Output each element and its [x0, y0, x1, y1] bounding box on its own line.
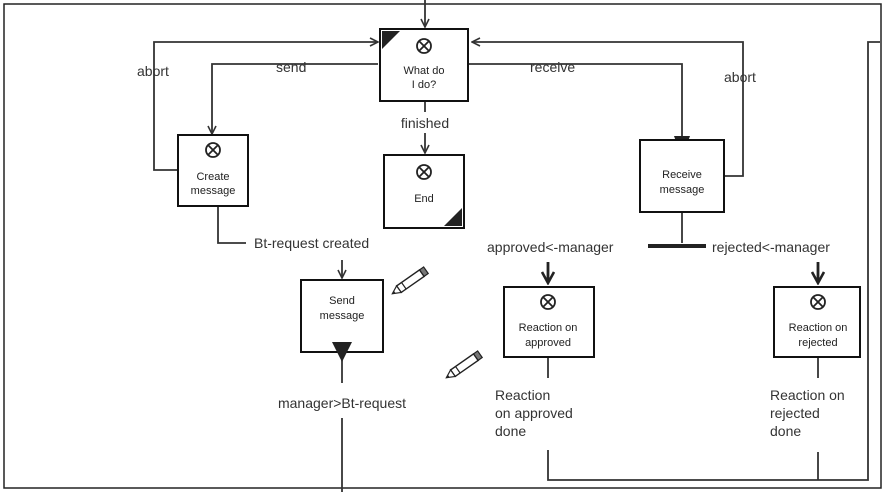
node-label: I do? [412, 79, 436, 91]
edge-label-approved-manager: approved<-manager [487, 239, 614, 255]
gateway-cross-icon [416, 38, 432, 54]
edge-label-reaction-approved-done: done [495, 423, 526, 439]
node-label: Reaction on [789, 322, 848, 334]
node-label: Send [329, 295, 355, 307]
edge-label-abort-left: abort [137, 63, 169, 79]
edge-abort-left [153, 42, 378, 171]
pencil-icon[interactable] [444, 350, 484, 381]
node-receive-message[interactable]: Receive message [639, 139, 725, 213]
edge-label-finished: finished [401, 115, 449, 131]
node-what-do-i-do[interactable]: What do I do? [379, 28, 469, 102]
edge-label-bt-request-created: Bt-request created [254, 235, 369, 251]
node-label: rejected [798, 337, 837, 349]
node-label: What do [404, 65, 445, 77]
edge-label-manager-bt-request: manager>Bt-request [278, 395, 406, 411]
edge-label-reaction-approved-done: Reaction [495, 387, 550, 403]
edge-label-receive: receive [530, 59, 575, 75]
node-label: Reaction on [519, 322, 578, 334]
node-send-message[interactable]: Send message [300, 279, 384, 362]
edge-merge [547, 41, 880, 481]
gateway-cross-icon [810, 294, 826, 310]
edge-bt-request-created [217, 206, 246, 244]
node-label: Receive [662, 169, 702, 181]
edge-label-reaction-rejected-done: rejected [770, 405, 820, 421]
edge-label-send: send [276, 59, 306, 75]
edge-label-reaction-rejected-done: done [770, 423, 801, 439]
send-marker-icon [332, 342, 352, 362]
start-marker-icon [382, 31, 400, 49]
gateway-cross-icon [540, 294, 556, 310]
edge-label-abort-right: abort [724, 69, 756, 85]
edge-label-reaction-rejected-done: Reaction on [770, 387, 845, 403]
end-marker-icon [444, 208, 462, 226]
node-create-message[interactable]: Create message [177, 134, 249, 207]
node-label: End [414, 193, 434, 205]
edge-label-reaction-approved-done: on approved [495, 405, 573, 421]
edge-send [212, 63, 378, 134]
gateway-cross-icon [416, 164, 432, 180]
node-label: message [660, 184, 705, 196]
diagram-frame [3, 3, 882, 489]
node-end[interactable]: End [383, 154, 465, 229]
edge-abort-right [472, 42, 744, 177]
gateway-cross-icon [205, 142, 221, 158]
node-label: Create [196, 171, 229, 183]
node-reaction-approved[interactable]: Reaction on approved [503, 286, 595, 358]
node-label: approved [525, 337, 571, 349]
node-label: message [191, 185, 236, 197]
node-label: message [320, 310, 365, 322]
node-reaction-rejected[interactable]: Reaction on rejected [773, 286, 861, 358]
pencil-icon[interactable] [390, 266, 430, 297]
edge-receive [469, 63, 683, 142]
edge-label-rejected-manager: rejected<-manager [712, 239, 830, 255]
